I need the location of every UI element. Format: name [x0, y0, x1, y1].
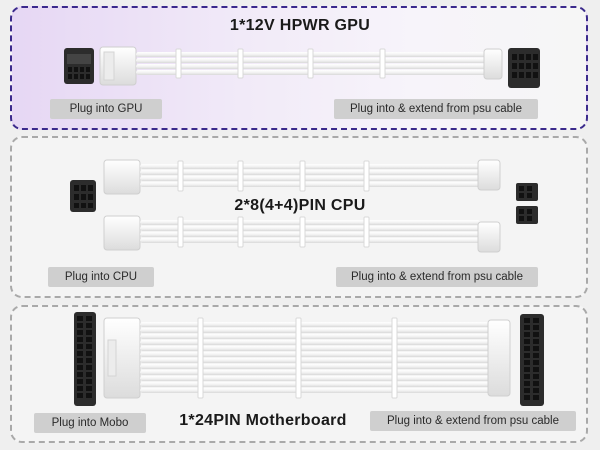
psu-connector-face-icon	[508, 48, 540, 88]
mobo-connector-face-icon	[74, 312, 96, 406]
mobo-plug-label: Plug into Mobo	[34, 413, 146, 433]
mobo-section-title: 1*24PIN Motherboard	[179, 412, 347, 429]
gpu-cable	[64, 46, 540, 88]
gpu-plug-label: Plug into GPU	[50, 99, 162, 119]
mobo-psu-connector-face-icon	[520, 314, 544, 406]
cpu-section-title: 2*8(4+4)PIN CPU	[234, 197, 366, 214]
cpu-psu-connector-face-icon	[516, 183, 538, 224]
cpu-connector-face-icon	[70, 180, 96, 212]
mobo-psu-label: Plug into & extend from psu cable	[370, 411, 576, 431]
gpu-connector-face-icon	[64, 48, 94, 84]
gpu-section-title: 1*12V HPWR GPU	[229, 17, 371, 34]
gpu-psu-label: Plug into & extend from psu cable	[334, 99, 538, 119]
motherboard-cable	[74, 312, 544, 406]
cpu-plug-label: Plug into CPU	[48, 267, 154, 287]
cpu-psu-label: Plug into & extend from psu cable	[336, 267, 538, 287]
cpu-cables	[70, 159, 538, 253]
